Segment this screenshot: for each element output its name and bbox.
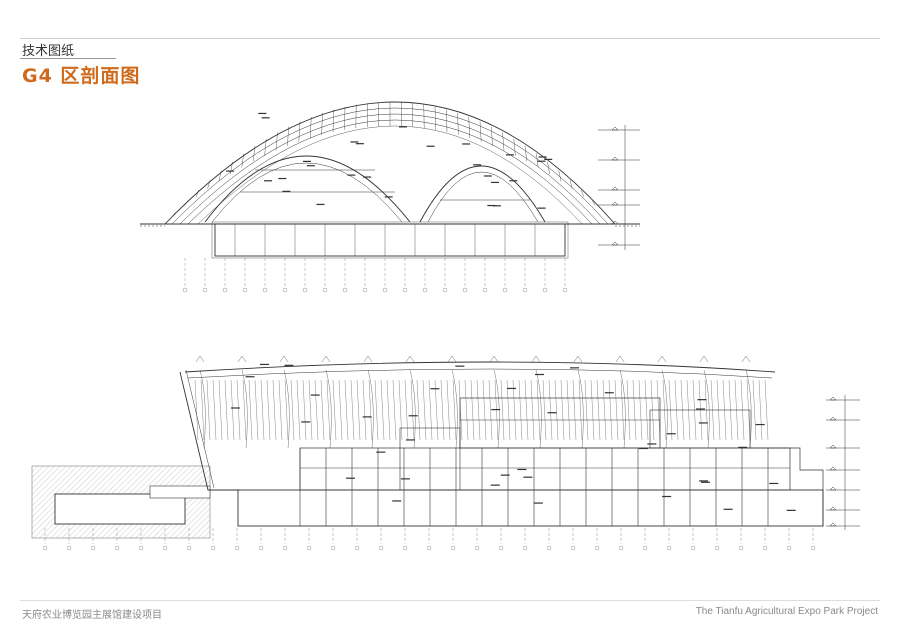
footer-rule: [20, 600, 880, 601]
footer-project-en: The Tianfu Agricultural Expo Park Projec…: [696, 606, 878, 617]
section-drawing-upper: [140, 102, 640, 292]
section-drawing-lower: [32, 356, 860, 550]
footer-project-cn: 天府农业博览园主展馆建设项目: [22, 606, 162, 621]
